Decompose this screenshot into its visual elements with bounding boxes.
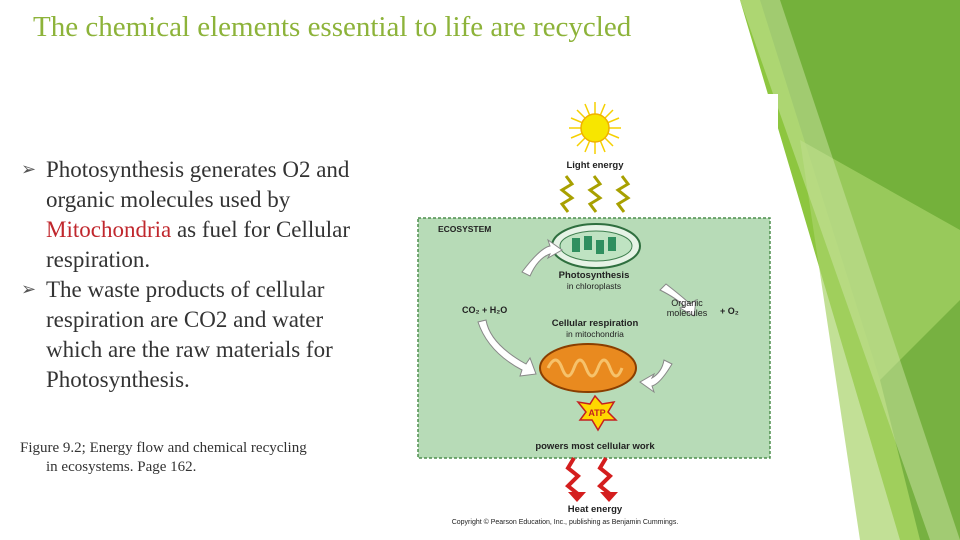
copyright-label: Copyright © Pearson Education, Inc., pub… bbox=[452, 518, 679, 526]
bullet-item: ➢ The waste products of cellular respira… bbox=[18, 275, 378, 395]
atp-burst-icon bbox=[576, 394, 618, 432]
mitochondrion-icon bbox=[539, 343, 637, 393]
bullet-list: ➢ Photosynthesis generates O2 and organi… bbox=[18, 155, 378, 395]
bullet-text: Photosynthesis generates O2 and organic … bbox=[46, 157, 350, 212]
sun-icon bbox=[569, 102, 621, 154]
molecules-label: molecules bbox=[667, 308, 708, 318]
bullet-text: as fuel for Cellular respiration. bbox=[46, 217, 351, 272]
caption-line: in ecosystems. Page 162. bbox=[46, 459, 197, 475]
powers-work-label: powers most cellular work bbox=[535, 441, 655, 452]
arrow-bullet-icon: ➢ bbox=[21, 159, 37, 180]
organic-label: Organic bbox=[671, 298, 703, 308]
chloroplasts-label: in chloroplasts bbox=[567, 281, 621, 291]
light-energy-label: Light energy bbox=[566, 160, 624, 171]
co2-h2o-label: CO₂ + H₂O bbox=[462, 305, 507, 315]
energy-flow-figure: Light energy ECOSYSTEM Photosynthesis in… bbox=[390, 94, 778, 530]
photosynthesis-label: Photosynthesis bbox=[559, 270, 630, 281]
caption-line: Figure 9.2; Energy flow and chemical rec… bbox=[20, 440, 307, 456]
bullet-text: The waste products of cellular respirati… bbox=[46, 277, 333, 392]
heat-energy-label: Heat energy bbox=[568, 504, 623, 515]
arrow-bullet-icon: ➢ bbox=[21, 279, 37, 300]
cycle-arrows bbox=[477, 238, 697, 394]
bullet-item: ➢ Photosynthesis generates O2 and organi… bbox=[18, 155, 378, 275]
mitochondria-label: in mitochondria bbox=[566, 329, 624, 339]
cellular-respiration-label: Cellular respiration bbox=[552, 318, 639, 329]
figure-caption: Figure 9.2; Energy flow and chemical rec… bbox=[20, 439, 380, 477]
ecosystem-label: ECOSYSTEM bbox=[438, 224, 491, 234]
mitochondria-highlight: Mitochondria bbox=[46, 217, 172, 242]
chloroplast-icon bbox=[551, 223, 641, 269]
energy-flow-diagram: Light energy ECOSYSTEM Photosynthesis in… bbox=[417, 102, 771, 526]
light-energy-arrows bbox=[559, 175, 631, 213]
o2-label: + O₂ bbox=[720, 306, 739, 316]
atp-label: ATP bbox=[588, 408, 605, 418]
heat-energy-arrows bbox=[565, 456, 618, 502]
slide-title: The chemical elements essential to life … bbox=[33, 11, 632, 43]
